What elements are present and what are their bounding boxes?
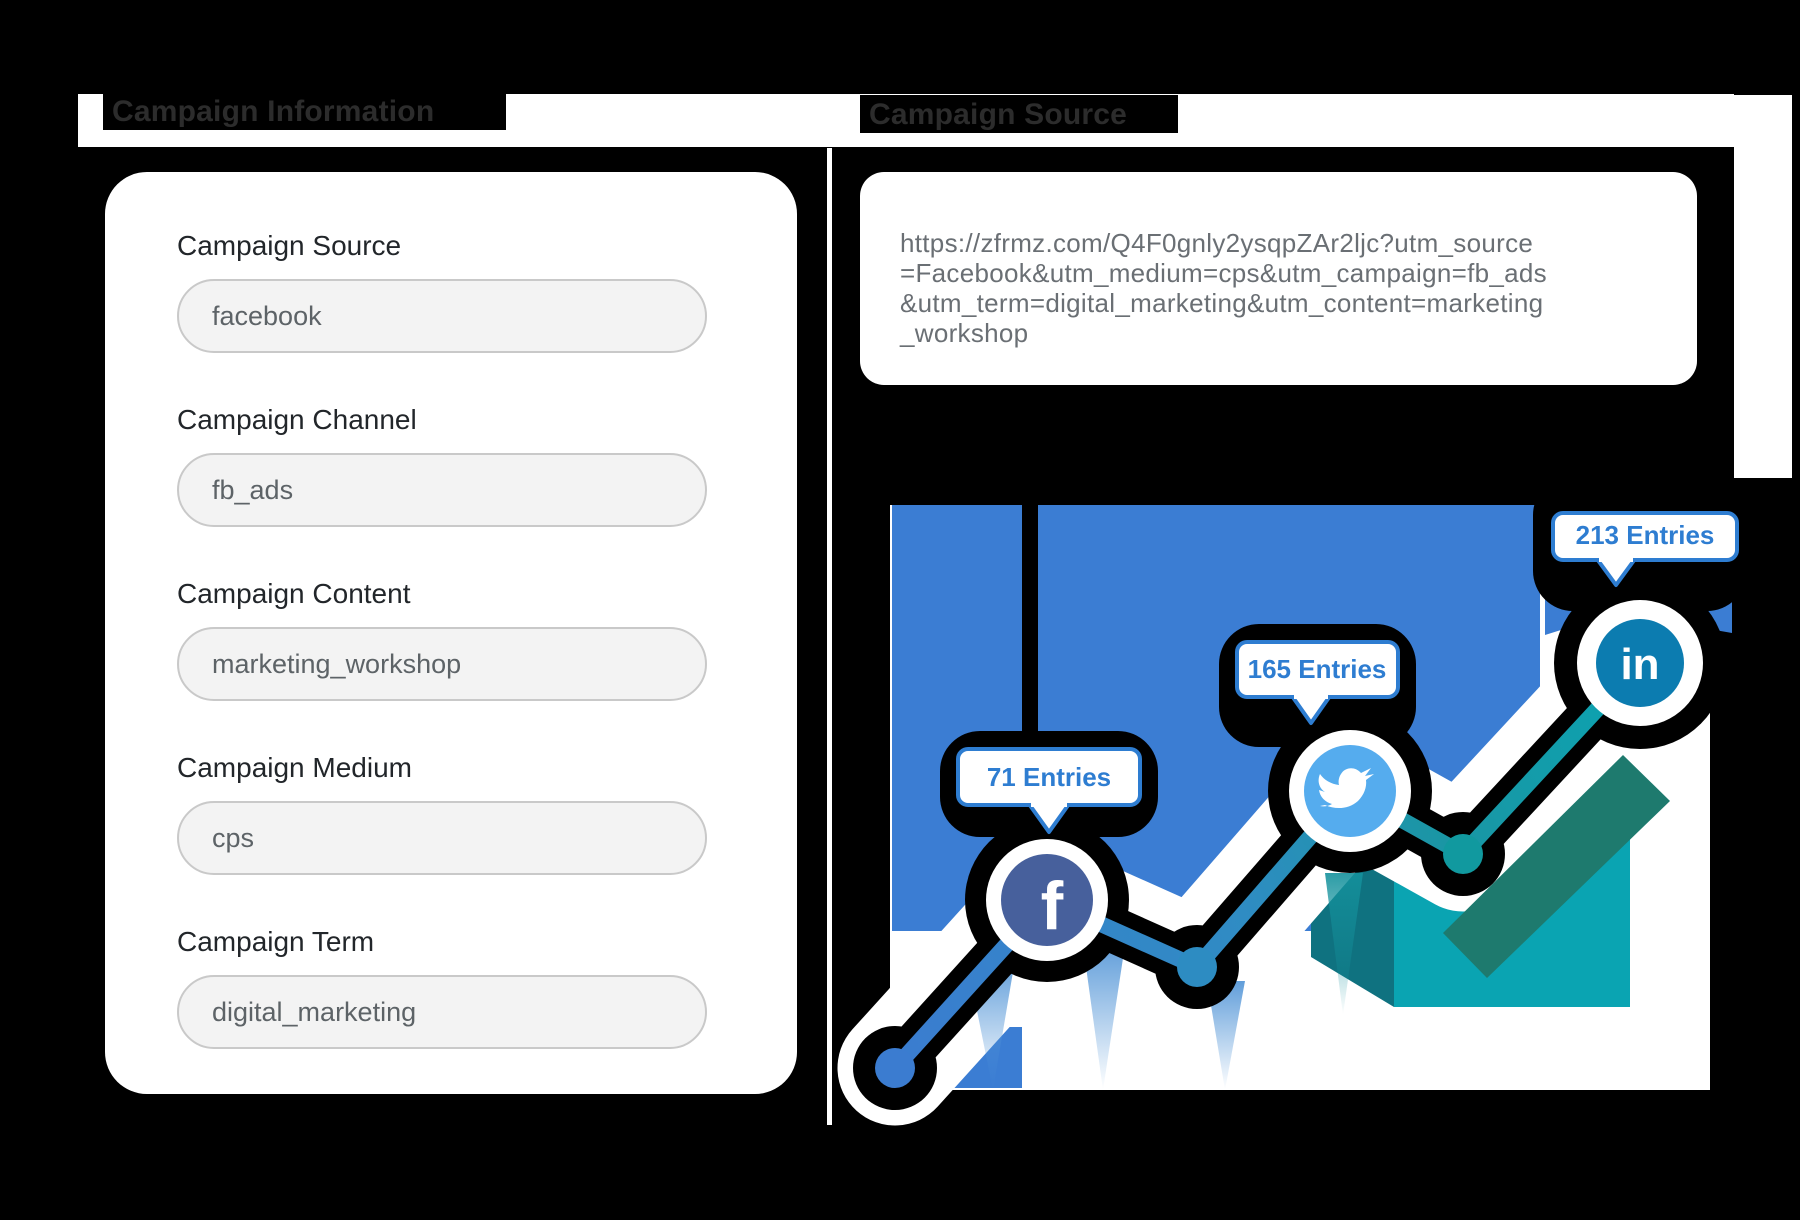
badge-pole [1022,505,1038,737]
url-line-4: _workshop [900,318,1029,348]
badge-213-label: 213 Entries [1576,520,1715,550]
badge-165-joint [1294,690,1328,699]
mid-node-1 [1177,947,1217,987]
campaign-channel-label: Campaign Channel [177,404,417,435]
badge-165-label: 165 Entries [1248,654,1387,684]
shadow-triangle-4 [1325,873,1363,1015]
campaign-source-label: Campaign Source [177,230,402,261]
campaign-url-panel: https://zfrmz.com/Q4F0gnly2ysqpZAr2ljc?u… [832,148,1733,427]
panel-divider-line [827,148,832,1125]
campaign-medium-label: Campaign Medium [177,752,412,783]
left-section-title: Campaign Information [103,92,506,130]
dark-green-band [1443,755,1670,978]
linkedin-in-glyph: in [1620,640,1659,689]
campaign-channel-input[interactable]: fb_ads [177,453,707,527]
url-line-2: =Facebook&utm_medium=cps&utm_campaign=fb… [900,258,1547,288]
url-line-1: https://zfrmz.com/Q4F0gnly2ysqpZAr2ljc?u… [900,228,1534,258]
shadow-triangle-2 [1083,945,1125,1090]
right-section-title: Campaign Source [860,95,1178,133]
campaign-entries-illustration: f in 71 Entries 165 Entries 213 Entries [837,475,1747,1126]
campaign-content-label: Campaign Content [177,578,411,609]
badge-71-label: 71 Entries [987,762,1111,792]
facebook-icon [1001,854,1093,946]
badge-71-joint [1031,798,1067,807]
campaign-url-card: https://zfrmz.com/Q4F0gnly2ysqpZAr2ljc?u… [860,172,1697,385]
twitter-bird-glyph [1318,768,1374,809]
campaign-term-input[interactable]: digital_marketing [177,975,707,1049]
start-dot [875,1048,915,1088]
campaign-content-input[interactable]: marketing_workshop [177,627,707,701]
shadow-triangle-3 [1207,981,1245,1090]
campaign-url[interactable]: https://zfrmz.com/Q4F0gnly2ysqpZAr2ljc?u… [900,228,1670,348]
campaign-source-input[interactable]: facebook [177,279,707,353]
mid-node-2 [1443,834,1483,874]
badge-165-pointer [1290,694,1332,725]
linkedin-icon [1596,619,1684,707]
badge-213-joint [1599,553,1633,562]
badge-71-pointer [1027,802,1071,834]
badge-213-pointer [1595,557,1637,587]
badge-213 [1551,511,1739,562]
campaign-medium-input[interactable]: cps [177,801,707,875]
right-edge-strip [1734,95,1792,478]
campaign-term-label: Campaign Term [177,926,375,957]
url-line-3: &utm_term=digital_marketing&utm_content=… [900,288,1544,318]
facebook-f-glyph: f [1041,868,1064,944]
